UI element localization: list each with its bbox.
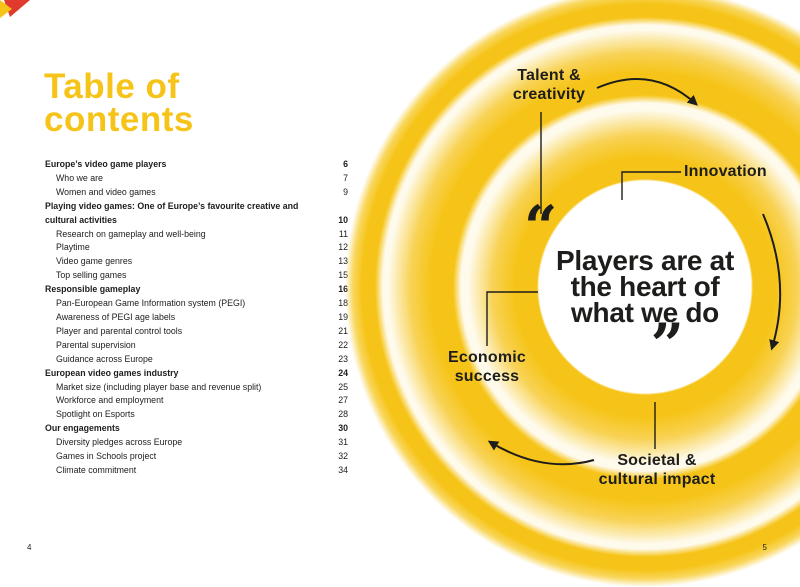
label-line: success	[454, 368, 520, 385]
toc-entry-label: Top selling games	[56, 270, 127, 281]
toc-entry-label: Women and video games	[56, 186, 156, 197]
quote-line: what we do	[571, 297, 719, 328]
toc-entry[interactable]: Research on gameplay and well-being 11	[45, 228, 348, 242]
toc-entry-page: 27	[338, 395, 348, 406]
toc-entry[interactable]: Women and video games 9	[45, 186, 348, 200]
toc-entry-page: 22	[338, 339, 348, 350]
toc-entry-page: 23	[338, 353, 348, 364]
toc-entry[interactable]: Europe’s video game players 6	[45, 158, 348, 172]
concentric-rings: “ Players are at the heart of what we do…	[345, 0, 800, 587]
toc-entry-label: Video game genres	[56, 256, 133, 267]
toc-entry[interactable]: Our engagements 30	[45, 422, 348, 436]
toc-entry-label: Guidance across Europe	[56, 353, 153, 364]
toc-entry-label: Our engagements	[45, 423, 120, 434]
toc-entry-label: Spotlight on Esports	[56, 409, 135, 420]
toc-entry[interactable]: Guidance across Europe 23	[45, 353, 348, 367]
toc-entry-page: 15	[338, 270, 348, 281]
toc-entry-label: Climate commitment	[56, 464, 137, 475]
toc-entry-label: European video games industry	[45, 367, 179, 378]
toc-entry[interactable]: Responsible gameplay 16	[45, 283, 348, 297]
label-line: Talent &	[517, 67, 581, 84]
toc-entry-page: 30	[338, 423, 348, 434]
toc-entry-label: Europe’s video game players	[45, 159, 167, 169]
toc-entry-page: 10	[338, 214, 348, 225]
left-page-number: 4	[27, 543, 32, 552]
quote-line: the heart of	[570, 271, 720, 302]
toc-entry-page: 13	[338, 256, 348, 267]
toc-entry[interactable]: Playing video games: One of Europe’s fav…	[45, 200, 348, 228]
toc-entry-label: Player and parental control tools	[56, 325, 183, 336]
toc-entry-label: Workforce and employment	[56, 395, 164, 406]
corner-logo	[0, 0, 30, 29]
toc-entry-page: 18	[338, 298, 348, 309]
toc-entry[interactable]: Video game genres 13	[45, 255, 348, 269]
toc-entry-page: 6	[343, 159, 348, 169]
label-line: Economic	[447, 349, 527, 366]
toc-entry-page: 21	[338, 325, 348, 336]
toc-entry[interactable]: Market size (including player base and r…	[45, 381, 348, 395]
page-title: Table of contents	[44, 67, 194, 139]
toc-entry[interactable]: Workforce and employment 27	[45, 394, 348, 408]
toc-entry[interactable]: Playtime 12	[45, 241, 348, 255]
corner-logo-icon	[0, 0, 30, 18]
open-quote-mark: “	[524, 193, 558, 261]
toc-entry[interactable]: Awareness of PEGI age labels 19	[45, 311, 348, 325]
toc-entry-label: Market size (including player base and r…	[56, 381, 262, 392]
label-talent-creativity: Talent & creativity	[484, 66, 614, 104]
toc-entry-label: Playtime	[56, 242, 90, 253]
toc-entry[interactable]: Pan-European Game Information system (PE…	[45, 297, 348, 311]
toc-entry-label: Who we are	[56, 172, 103, 183]
close-quote-mark: ”	[650, 311, 684, 379]
toc-entry-label: Parental supervision	[56, 339, 136, 350]
toc-entry-page: 25	[338, 381, 348, 392]
toc-entry-page: 7	[343, 172, 348, 183]
toc-entry-label: Pan-European Game Information system (PE…	[56, 298, 246, 309]
toc-entry-page: 19	[338, 311, 348, 322]
toc-entry-label: Research on gameplay and well-being	[56, 228, 206, 239]
toc-entry-label: Games in Schools project	[56, 451, 157, 462]
toc-entry[interactable]: Player and parental control tools 21	[45, 325, 348, 339]
toc-entry-page: 34	[338, 464, 348, 475]
toc-entry-label: Awareness of PEGI age labels	[56, 311, 176, 322]
right-page-number: 5	[762, 543, 767, 552]
toc-entry[interactable]: Climate commitment 34	[45, 464, 348, 478]
toc-entry[interactable]: Games in Schools project 32	[45, 450, 348, 464]
page-title-line: contents	[44, 100, 194, 139]
label-line: creativity	[512, 86, 586, 103]
label-innovation: Innovation	[684, 162, 794, 181]
toc-entry-page: 24	[338, 367, 348, 378]
label-economic-success: Economic success	[427, 348, 547, 386]
toc-entry[interactable]: Diversity pledges across Europe 31	[45, 436, 348, 450]
page-title-line: Table of	[44, 67, 180, 106]
toc-entry-page: 32	[338, 451, 348, 462]
toc-entry-page: 9	[343, 186, 348, 197]
label-line: Innovation	[684, 163, 767, 180]
toc-entry-page: 11	[338, 228, 348, 239]
label-line: cultural impact	[598, 471, 716, 488]
toc-entry-page: 28	[338, 409, 348, 420]
toc-entry-page: 31	[338, 437, 348, 448]
toc-entry-page: 12	[338, 242, 348, 253]
label-societal-cultural-impact: Societal & cultural impact	[577, 451, 737, 489]
toc-entry-label: Diversity pledges across Europe	[56, 437, 183, 448]
toc-entry[interactable]: Who we are 7	[45, 172, 348, 186]
quote: “ Players are at the heart of what we do…	[520, 198, 770, 374]
toc-entry[interactable]: European video games industry 24	[45, 367, 348, 381]
toc-entry-label: Playing video games: One of Europe’s fav…	[45, 200, 299, 225]
label-line: Societal &	[617, 452, 697, 469]
quote-line: Players are at	[556, 245, 734, 276]
toc-entry-page: 16	[338, 284, 348, 295]
toc-entry[interactable]: Spotlight on Esports 28	[45, 408, 348, 422]
toc-entry[interactable]: Parental supervision 22	[45, 339, 348, 353]
toc-entry-label: Responsible gameplay	[45, 284, 141, 295]
toc-entry[interactable]: Top selling games 15	[45, 269, 348, 283]
